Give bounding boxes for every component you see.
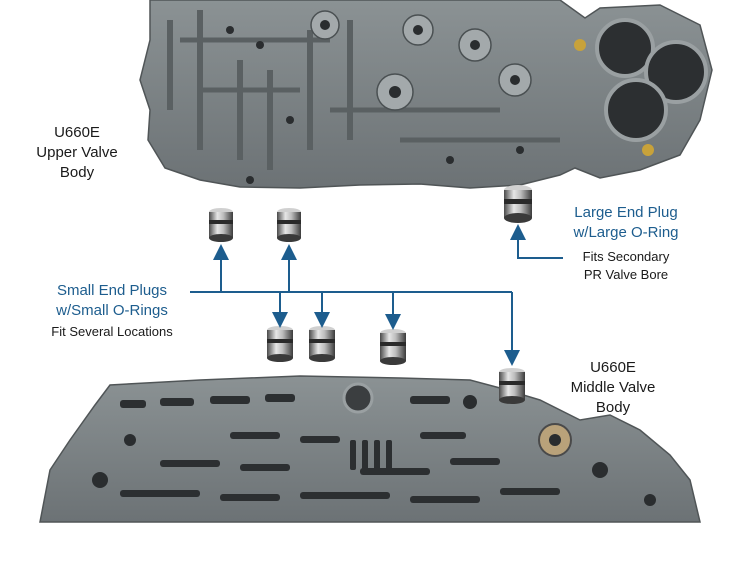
middle-body-line3: Body xyxy=(595,399,631,416)
plug-icon-small-6 xyxy=(499,368,525,404)
middle-body-line1: U660E xyxy=(590,359,636,376)
large-plug-title-line1: Large End Plug xyxy=(574,204,678,221)
small-plugs-note: Fit Several Locations xyxy=(51,324,173,339)
middle-body-label: U660E Middle Valve Body xyxy=(548,358,678,418)
plug-icon-small-1 xyxy=(209,208,233,242)
plug-icon-small-4 xyxy=(309,326,335,362)
large-plug-note-line2: PR Valve Bore xyxy=(583,267,669,282)
large-plug-note-line1: Fits Secondary xyxy=(582,249,670,264)
plug-icon-small-5 xyxy=(380,329,406,365)
arrow-large-plug xyxy=(510,224,563,259)
middle-valve-body-image xyxy=(39,375,701,523)
large-plug-title-line2: w/Large O-Ring xyxy=(573,224,679,241)
small-plugs-title-line2: w/Small O-Rings xyxy=(56,302,168,319)
plug-icon-large xyxy=(504,185,532,223)
large-plug-note: Fits Secondary PR Valve Bore xyxy=(566,248,686,284)
plug-icon-small-2 xyxy=(277,208,301,242)
large-plug-title: Large End Plug w/Large O-Ring xyxy=(556,203,696,243)
upper-valve-body-image xyxy=(139,0,713,189)
connector-lines xyxy=(190,224,563,366)
upper-body-line2: Upper Valve xyxy=(36,144,118,161)
middle-body-line2: Middle Valve xyxy=(570,379,656,396)
plug-icon-small-3 xyxy=(267,326,293,362)
upper-body-line3: Body xyxy=(59,164,95,181)
upper-body-label: U660E Upper Valve Body xyxy=(22,123,132,183)
small-plugs-title-line1: Small End Plugs xyxy=(56,282,168,299)
upper-body-line1: U660E xyxy=(54,124,100,141)
small-plugs-title: Small End Plugs w/Small O-Rings xyxy=(42,281,182,321)
